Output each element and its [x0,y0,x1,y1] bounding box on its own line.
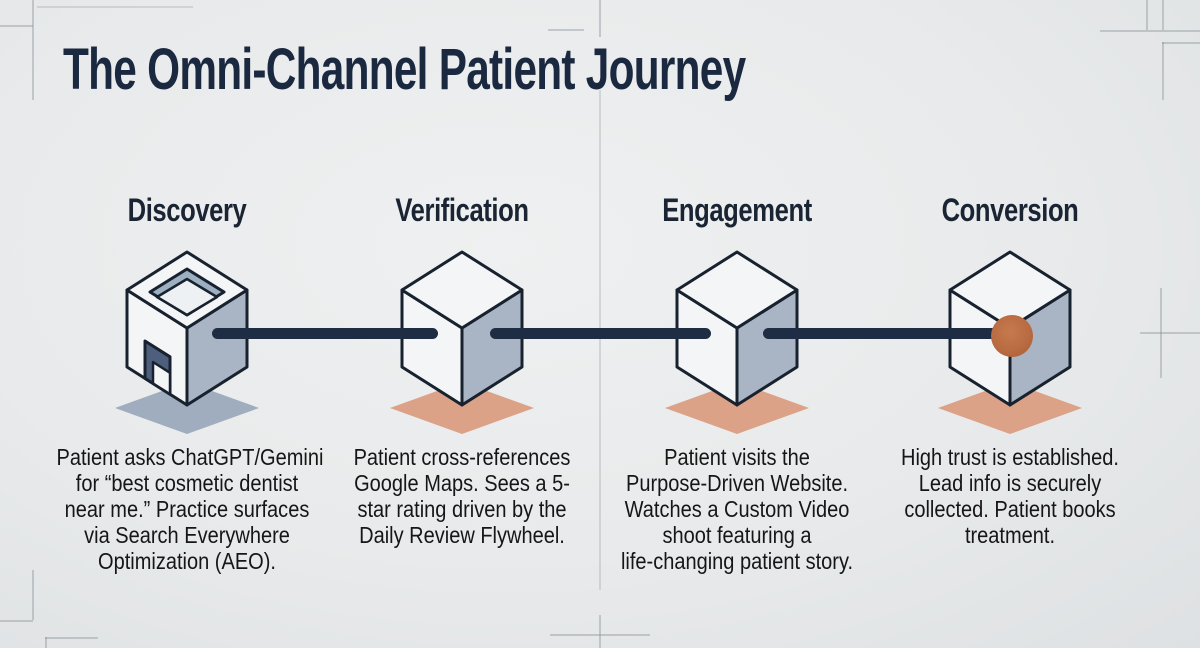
stage-discovery: Discovery Patient asks ChatGPT/Gemini fo… [37,0,337,648]
blueprint-mark [0,620,33,622]
desc-line: High trust is established. [900,444,1119,470]
stage-engagement: Engagement Patient visits the Purpose-Dr… [587,0,887,648]
journey-connector-line [212,328,438,339]
desc-line: via Search Everywhere [84,522,290,548]
desc-line: near me.” Practice surfaces [64,496,310,522]
blueprint-mark [1162,0,1164,30]
stage-description: Patient asks ChatGPT/Gemini for “best co… [56,444,324,574]
blueprint-mark [32,570,34,620]
stage-heading: Discovery [127,192,247,228]
stage-description: High trust is established. Lead info is … [880,444,1141,548]
stage-heading: Conversion [941,192,1079,228]
stage-heading: Verification [395,192,529,228]
desc-line: Google Maps. Sees a 5- [354,470,570,496]
desc-line: star rating driven by the [357,496,567,522]
desc-line: Patient visits the [664,444,810,470]
conversion-node-dot [991,315,1033,357]
desc-line: Purpose-Driven Website. [625,470,849,496]
journey-connector-line [763,328,1001,339]
desc-line: treatment. [964,522,1056,548]
blueprint-crosshair [599,615,601,648]
stage-description: Patient cross-references Google Maps. Se… [332,444,593,548]
page-title: The Omni-Channel Patient Journey [63,37,746,102]
desc-line: Optimization (AEO). [98,548,276,574]
stage-conversion: Conversion High trust is established. Le… [860,0,1160,648]
open-box-icon [115,250,259,434]
stage-description: Patient visits the Purpose-Driven Websit… [607,444,868,574]
desc-line: for “best cosmetic dentist [75,470,299,496]
cube-icon [665,250,809,434]
desc-line: Watches a Custom Video [624,496,850,522]
stage-heading: Engagement [662,192,812,228]
blueprint-mark [599,0,601,37]
desc-line: Patient asks ChatGPT/Gemini [56,444,324,470]
desc-line: Daily Review Flywheel. [359,522,565,548]
blueprint-mark [1100,30,1200,32]
desc-line: collected. Patient books [904,496,1116,522]
cube-icon [390,250,534,434]
blueprint-mark [1162,42,1164,100]
desc-line: shoot featuring a [662,522,812,548]
desc-line: Lead info is securely [918,470,1102,496]
blueprint-crosshair [1160,288,1162,378]
blueprint-mark [0,25,33,27]
journey-connector-line [490,328,711,339]
blueprint-crosshair [550,634,650,636]
desc-line: life-changing patient story. [620,548,854,574]
blueprint-mark [37,6,193,8]
blueprint-mark [45,637,98,639]
blueprint-mark [45,637,47,648]
stage-verification: Verification Patient cross-references Go… [312,0,612,648]
blueprint-mark [548,29,584,31]
blueprint-mark [32,0,34,100]
blueprint-mark [1162,42,1200,44]
blueprint-mark [1146,0,1148,30]
center-divider-line [599,90,601,590]
blueprint-crosshair [1140,332,1200,334]
desc-line: Patient cross-references [353,444,571,470]
